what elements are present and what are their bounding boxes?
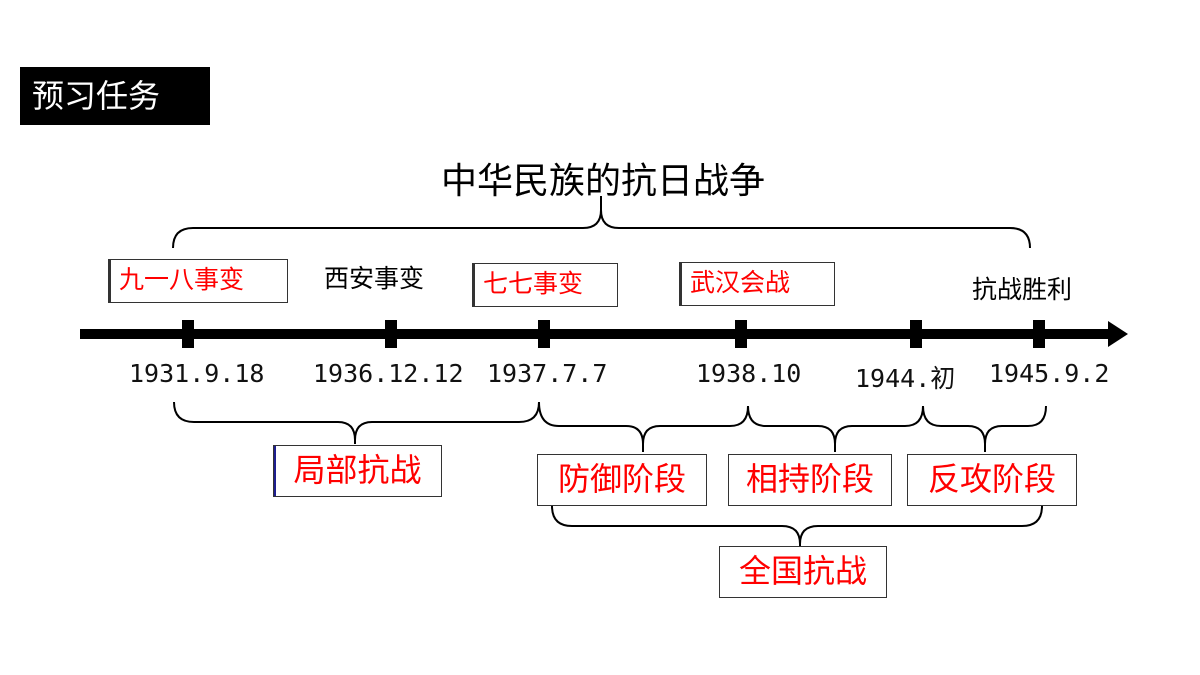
partial-war-brace: [173, 401, 540, 444]
event-mukden: 九一八事变: [108, 259, 288, 303]
national-war-brace: [551, 505, 1043, 548]
date-1937: 1937.7.7: [487, 359, 608, 388]
event-victory: 抗战胜利: [972, 275, 1073, 304]
diagram-title: 中华民族的抗日战争: [0, 152, 1200, 204]
top-brace: [172, 196, 1031, 249]
date-1938: 1938.10: [696, 359, 802, 388]
event-wuhan: 武汉会战: [679, 262, 835, 306]
diagram-title-text: 中华民族的抗日战争: [440, 161, 765, 202]
tick-1938: [735, 320, 747, 348]
phase-defense: 防御阶段: [537, 454, 707, 506]
tick-1937: [538, 320, 550, 348]
phase-counter-offensive: 反攻阶段: [907, 454, 1077, 506]
timeline-arrowhead: [1108, 321, 1128, 347]
defense-brace: [538, 401, 749, 452]
phase-national-war: 全国抗战: [719, 546, 887, 598]
date-1931: 1931.9.18: [129, 359, 265, 388]
tick-1945: [1033, 320, 1045, 348]
phase-stalemate: 相持阶段: [728, 454, 892, 506]
stalemate-brace: [747, 405, 924, 452]
date-1945: 1945.9.2: [989, 359, 1110, 388]
task-badge: 预习任务: [20, 67, 210, 125]
event-marco-polo: 七七事变: [472, 263, 618, 307]
date-1944: 1944.初: [855, 364, 956, 393]
date-1936: 1936.12.12: [313, 359, 464, 388]
phase-partial-war: 局部抗战: [273, 445, 442, 497]
counter-brace: [922, 405, 1047, 452]
tick-1931: [182, 320, 194, 348]
tick-1936: [385, 320, 397, 348]
event-xian: 西安事变: [324, 264, 425, 293]
tick-1944: [910, 320, 922, 348]
